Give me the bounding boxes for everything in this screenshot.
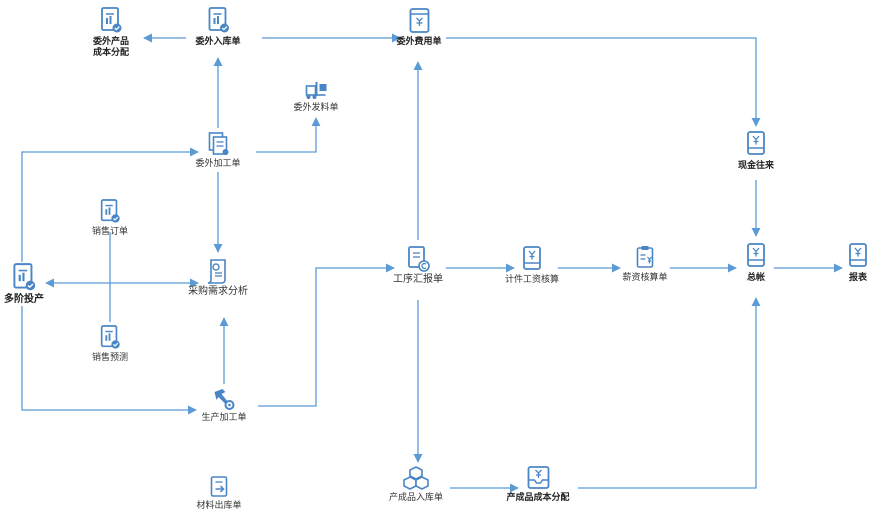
hammer-gear-icon	[210, 386, 238, 412]
forklift-icon	[303, 78, 329, 102]
arrow-processing-to-material-issue	[256, 117, 321, 153]
node-label-line1: 委外产品	[92, 36, 130, 46]
report-doc-icon	[205, 6, 231, 36]
node-cash-transactions[interactable]: 现金往来	[738, 128, 774, 171]
node-production-processing[interactable]: 生产加工单	[201, 386, 247, 423]
node-material-outbound[interactable]: 材料出库单	[196, 474, 242, 511]
scroll-doc-icon	[205, 256, 231, 286]
process-report-icon	[405, 244, 431, 274]
node-label: 产成品成本分配	[506, 492, 570, 502]
node-label: 材料出库单	[196, 500, 242, 510]
node-finished-goods-inbound[interactable]: 产成品入库单	[389, 464, 443, 503]
node-multi-stage-production[interactable]: 多阶投产	[4, 262, 44, 305]
node-label: 生产加工单	[201, 412, 247, 422]
ledger-yen-icon	[744, 128, 768, 160]
node-label: 委外入库单	[195, 36, 241, 46]
node-finished-goods-cost-allocation[interactable]: 产成品成本分配	[506, 464, 570, 503]
arrow-production-to-report	[258, 263, 395, 407]
node-label: 薪资核算单	[622, 272, 668, 282]
node-label-line2: 成本分配	[92, 47, 130, 57]
node-label: 现金往来	[737, 160, 775, 170]
node-sales-forecast[interactable]: 销售预测	[92, 324, 128, 363]
inbox-yen-icon	[525, 464, 551, 492]
ledger-yen-icon	[744, 240, 768, 272]
node-outsourced-product-cost-allocation[interactable]: 委外产品 成本分配	[93, 6, 129, 58]
report-doc-icon	[10, 262, 38, 294]
node-label: 总帐	[746, 272, 765, 282]
node-sales-order[interactable]: 销售订单	[92, 198, 128, 237]
node-label: 产成品入库单	[388, 492, 444, 502]
node-label: 销售订单	[91, 226, 129, 236]
node-label: 委外费用单	[396, 36, 442, 46]
node-label: 销售预测	[91, 352, 129, 362]
node-outsourced-processing[interactable]: 委外加工单	[195, 130, 241, 169]
node-label: 报表	[848, 272, 867, 282]
arrow-multistage-to-production	[21, 306, 197, 415]
ledger-yen-icon	[846, 240, 870, 272]
node-outsourced-fee[interactable]: 委外费用单	[396, 6, 442, 47]
arrow-cost-to-ledger	[578, 297, 761, 489]
node-salary-calculation[interactable]: 薪资核算单	[622, 244, 668, 283]
cubes-icon	[401, 464, 431, 492]
process-doc-icon	[206, 130, 230, 158]
report-doc-icon	[98, 198, 122, 226]
outbound-doc-icon	[207, 474, 231, 500]
clipboard-yen-icon	[633, 244, 657, 272]
arrow-multistage-to-processing	[21, 147, 199, 262]
node-outsourced-inbound[interactable]: 委外入库单	[195, 6, 241, 47]
node-label: 委外发料单	[293, 102, 339, 112]
node-outsourced-material-issue[interactable]: 委外发料单	[293, 78, 339, 113]
node-general-ledger[interactable]: 总帐	[744, 240, 768, 283]
node-label: 工序汇报单	[393, 274, 443, 285]
node-process-report[interactable]: 工序汇报单	[393, 244, 443, 285]
node-reports[interactable]: 报表	[846, 240, 870, 283]
fee-doc-icon	[406, 6, 432, 36]
arrow-fee-to-cash	[446, 37, 761, 127]
node-piece-rate-wage-calculation[interactable]: 计件工资核算	[505, 244, 559, 285]
node-label: 采购需求分析	[188, 286, 248, 297]
report-doc-icon	[98, 324, 122, 352]
node-purchase-requirement-analysis[interactable]: 采购需求分析	[188, 256, 248, 297]
node-label: 多阶投产	[4, 294, 44, 305]
node-label: 计件工资核算	[504, 274, 560, 284]
node-label: 委外加工单	[195, 158, 241, 168]
ledger-yen-icon	[520, 244, 544, 274]
report-doc-icon	[98, 6, 124, 36]
